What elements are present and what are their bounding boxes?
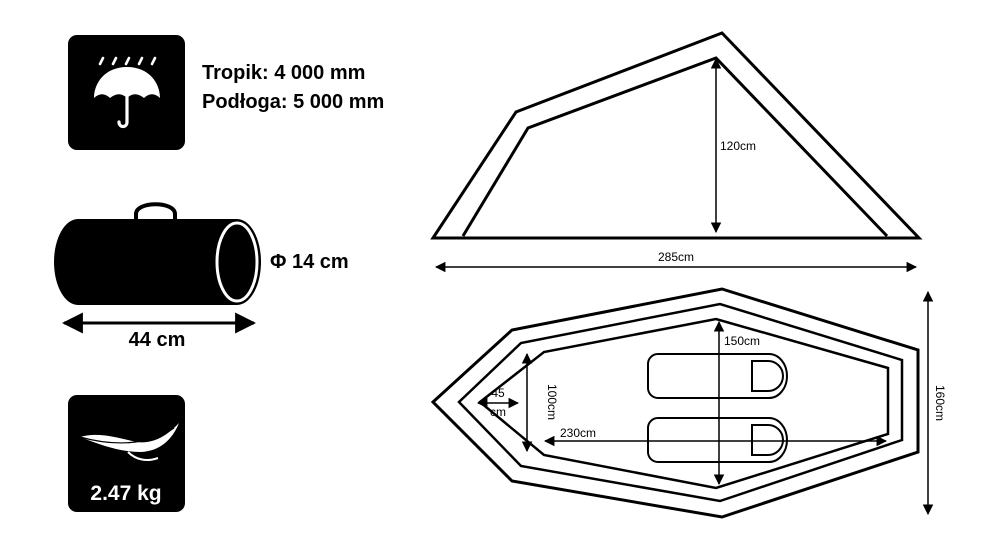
- height-label: 120cm: [720, 139, 756, 153]
- weight-value: 2.47 kg: [90, 482, 161, 505]
- width-label: 160cm: [933, 385, 947, 421]
- pack-length: 44 cm: [129, 329, 186, 351]
- feather-icon: [68, 395, 185, 512]
- tent-floor-plan: [430, 287, 934, 519]
- vestibule-depth-unit: cm: [490, 405, 506, 419]
- length-label: 285cm: [658, 250, 694, 264]
- vestibule-depth-label: 45: [491, 386, 505, 400]
- umbrella-rain-icon: [68, 35, 185, 150]
- floor-spec: Podłoga: 5 000 mm: [202, 91, 384, 113]
- pack-diameter: Φ 14 cm: [270, 251, 349, 273]
- inner-width-label: 150cm: [724, 334, 760, 348]
- stuff-sack-icon: [54, 202, 261, 305]
- inner-length-label: 230cm: [560, 426, 596, 440]
- tent-side-view: [430, 31, 923, 273]
- vestibule-width-label: 100cm: [545, 384, 559, 420]
- rain-fly-spec: Tropik: 4 000 mm: [202, 62, 365, 84]
